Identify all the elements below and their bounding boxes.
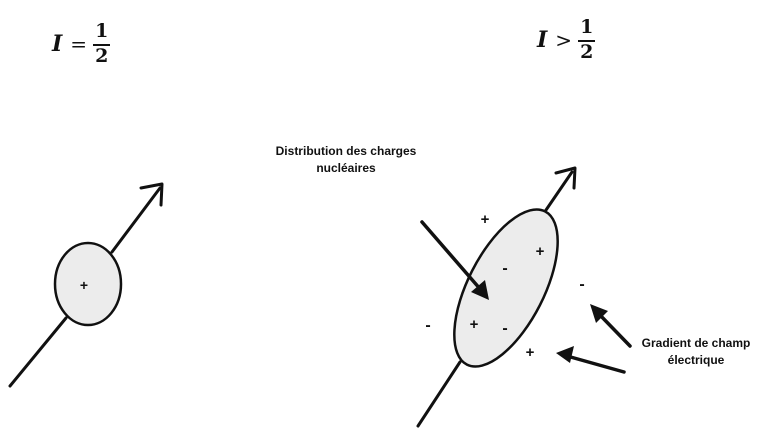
- field-gradient-arrow-lower-shaft: [567, 356, 624, 372]
- nucleus-plus-sign: +: [80, 277, 88, 293]
- inner-plus-sign: +: [470, 316, 479, 333]
- outer-plus-sign: +: [481, 211, 490, 228]
- spin-axis-upper-right: [546, 172, 572, 210]
- inner-plus-sign: +: [536, 243, 545, 260]
- outer-minus-sign: -: [579, 276, 584, 293]
- outer-plus-sign: +: [526, 344, 535, 361]
- outer-minus-sign: -: [425, 317, 430, 334]
- field-gradient-arrow-lower-head: [556, 346, 574, 363]
- inner-minus-sign: -: [502, 320, 507, 337]
- field-gradient-arrow-upper-shaft: [598, 313, 630, 346]
- spin-axis-lower-right: [418, 362, 460, 426]
- spin-axis-upper-left: [112, 188, 160, 252]
- inner-minus-sign: -: [502, 260, 507, 277]
- spin-axis-lower-left: [10, 318, 66, 386]
- charge-distribution-arrow-shaft: [422, 222, 481, 290]
